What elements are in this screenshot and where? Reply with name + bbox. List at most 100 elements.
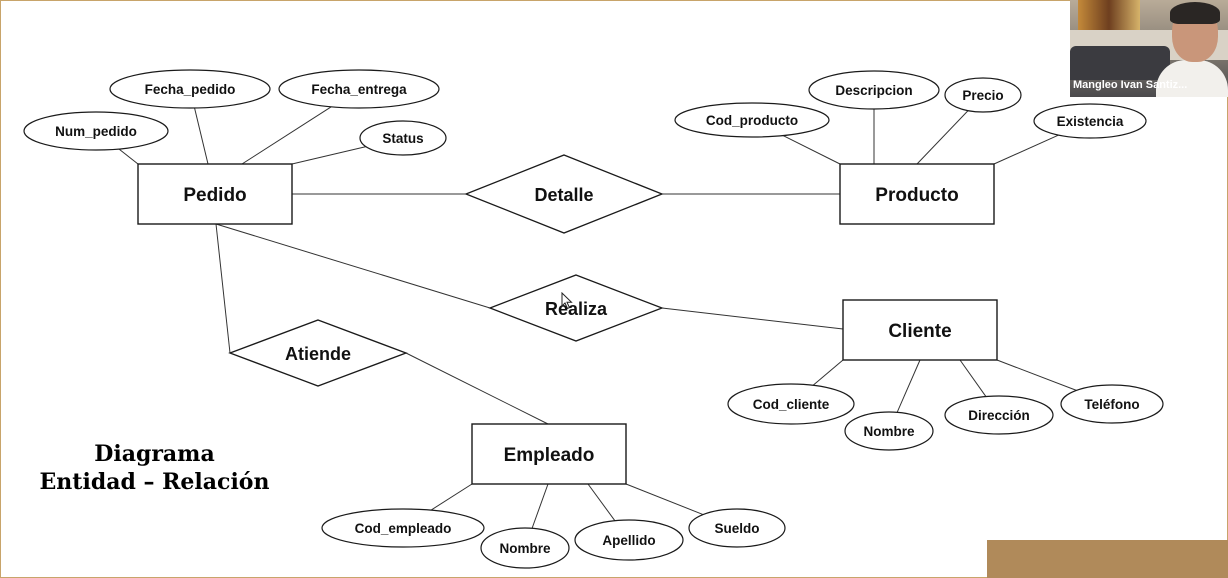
attr-link-sueldo (625, 483, 704, 516)
attribute-label: Cod_producto (706, 113, 798, 128)
attribute-label: Cod_cliente (753, 397, 830, 412)
entity-box (137, 163, 293, 225)
entity-label: Producto (875, 185, 958, 206)
relationship-diamond (464, 154, 664, 234)
attribute-label: Apellido (602, 533, 655, 548)
attribute-precio: Precio (944, 77, 1022, 113)
attr-link-telefono (996, 359, 1077, 391)
rel-link-atiende-2 (405, 352, 549, 425)
entity-box (842, 299, 998, 361)
attribute-label: Existencia (1057, 114, 1124, 129)
attr-link-fecha-pedido (194, 107, 209, 165)
attribute-telefono: Teléfono (1060, 384, 1164, 424)
attr-link-fecha-entrega (241, 106, 332, 165)
relationship-realiza: Realiza (488, 274, 664, 342)
attribute-nombre-empleado: Nombre (480, 527, 570, 569)
attribute-ellipse (278, 69, 440, 109)
attribute-label: Precio (962, 88, 1003, 103)
attribute-ellipse (1060, 384, 1164, 424)
attribute-fecha-entrega: Fecha_entrega (278, 69, 440, 109)
video-background-sofa (1070, 46, 1170, 80)
attribute-fecha-pedido: Fecha_pedido (109, 69, 271, 109)
relationship-atiende: Atiende (228, 319, 408, 387)
attribute-cod-cliente: Cod_cliente (727, 383, 855, 425)
entity-empleado: Empleado (471, 423, 627, 485)
entity-box (471, 423, 627, 485)
attribute-ellipse (109, 69, 271, 109)
attr-link-cod-producto (782, 135, 841, 165)
attribute-ellipse (688, 508, 786, 548)
attribute-existencia: Existencia (1033, 103, 1147, 139)
diagram-caption: Diagrama Entidad – Relación (22, 440, 287, 496)
relationship-label: Atiende (285, 344, 351, 364)
accent-bar (987, 540, 1228, 578)
relationship-label: Detalle (534, 185, 593, 205)
caption-line-2: Entidad – Relación (39, 469, 270, 495)
attribute-label: Fecha_entrega (311, 82, 407, 97)
attribute-label: Dirección (968, 408, 1030, 423)
entity-label: Pedido (183, 185, 246, 206)
attribute-label: Teléfono (1084, 397, 1139, 412)
relationship-detalle: Detalle (464, 154, 664, 234)
attr-link-nombre-empleado (531, 483, 549, 529)
attribute-label: Descripcion (835, 83, 912, 98)
attribute-ellipse (944, 395, 1054, 435)
attribute-ellipse (321, 508, 485, 548)
attribute-ellipse (844, 411, 934, 451)
attribute-ellipse (727, 383, 855, 425)
attribute-direccion: Dirección (944, 395, 1054, 435)
attr-link-apellido (587, 483, 616, 521)
attr-link-status (291, 146, 367, 165)
attr-link-nombre-cliente (896, 359, 921, 413)
entity-box (839, 163, 995, 225)
attribute-ellipse (359, 120, 447, 156)
attribute-cod-empleado: Cod_empleado (321, 508, 485, 548)
attribute-ellipse (808, 70, 940, 110)
attribute-label: Fecha_pedido (145, 82, 236, 97)
relationship-label: Realiza (545, 299, 608, 319)
attribute-label: Nombre (863, 424, 914, 439)
attribute-ellipse (480, 527, 570, 569)
attribute-ellipse (1033, 103, 1147, 139)
attribute-label: Nombre (499, 541, 550, 556)
participant-name: Mangleo Ivan Santiz... (1073, 79, 1188, 91)
video-background-art (1078, 0, 1140, 30)
participant-hair (1170, 2, 1220, 24)
attribute-status: Status (359, 120, 447, 156)
participant-body (1156, 60, 1228, 97)
mouse-cursor-icon (561, 292, 573, 310)
entity-label: Cliente (888, 321, 951, 342)
attribute-nombre-cliente: Nombre (844, 411, 934, 451)
attribute-apellido: Apellido (574, 519, 684, 561)
attribute-ellipse (944, 77, 1022, 113)
attribute-label: Status (382, 131, 423, 146)
rel-link-atiende-1 (215, 223, 231, 354)
rel-link-realiza-2 (661, 307, 844, 330)
attribute-ellipse (674, 102, 830, 138)
entity-pedido: Pedido (137, 163, 293, 225)
entity-producto: Producto (839, 163, 995, 225)
attr-link-cod-cliente (812, 359, 844, 386)
participant-video-tile[interactable]: Mangleo Ivan Santiz... (1070, 0, 1228, 97)
attr-link-direccion (959, 359, 987, 397)
attribute-ellipse (23, 111, 169, 151)
attribute-num-pedido: Num_pedido (23, 111, 169, 151)
attr-link-cod-empleado (430, 483, 473, 511)
attribute-label: Cod_empleado (355, 521, 452, 536)
attribute-ellipse (574, 519, 684, 561)
attribute-label: Sueldo (714, 521, 759, 536)
rel-link-realiza-1 (215, 223, 491, 309)
entity-cliente: Cliente (842, 299, 998, 361)
attr-link-existencia (993, 134, 1059, 165)
attribute-sueldo: Sueldo (688, 508, 786, 548)
attribute-cod-producto: Cod_producto (674, 102, 830, 138)
relationship-diamond (488, 274, 664, 342)
attribute-descripcion: Descripcion (808, 70, 940, 110)
relationship-diamond (228, 319, 408, 387)
attr-link-num-pedido (118, 148, 139, 165)
attr-link-precio (916, 110, 969, 165)
attribute-label: Num_pedido (55, 124, 137, 139)
caption-line-1: Diagrama (94, 441, 215, 467)
entity-label: Empleado (504, 445, 595, 466)
